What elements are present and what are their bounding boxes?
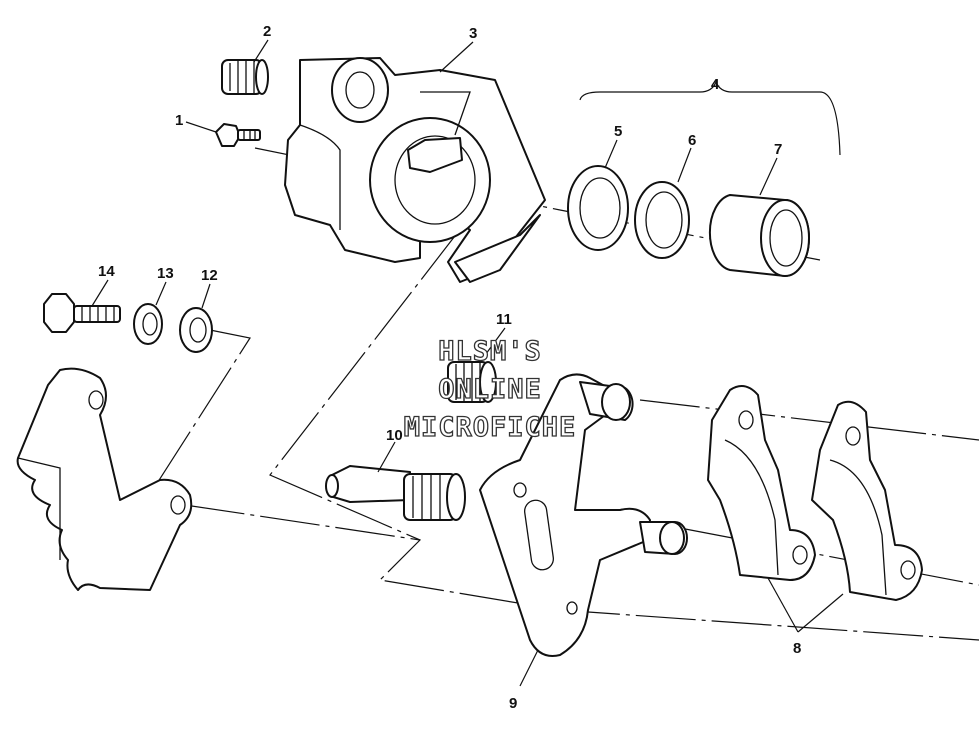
dust-seal-part-6 [634,181,690,259]
slide-pin-part-11 [447,361,497,403]
watermark: HLSM'S ONLINE MICROFICHE [403,335,577,443]
callout-6: 6 [688,132,696,149]
lock-washer-part-13 [133,303,163,345]
callout-2: 2 [263,23,271,40]
callout-4: 4 [711,76,720,93]
watermark-line-3: MICROFICHE [404,412,577,443]
bolt-part-14 [43,293,121,333]
watermark-line-2: ONLINE [438,374,542,405]
bleeder-plug-part-2 [221,59,269,95]
callout-3: 3 [469,25,477,42]
slide-pin-part-10 [325,465,466,521]
bleeder-screw-part-1 [215,123,261,147]
callout-7: 7 [774,141,782,158]
flat-washer-part-12 [179,307,213,353]
callout-1: 1 [175,112,183,129]
brake-pad-inner-part-8 [707,385,816,581]
caliper-bracket-part-9 [479,373,688,657]
callout-14: 14 [98,263,115,280]
callout-10: 10 [386,427,403,444]
kit-bracket-part-4 [579,80,841,156]
callout-12: 12 [201,267,218,284]
callout-13: 13 [157,265,174,282]
steering-knuckle-section [16,367,193,591]
callout-8: 8 [793,640,801,657]
callout-11: 11 [496,311,512,328]
piston-part-7 [708,194,810,277]
brake-pad-outer-part-8 [811,400,923,601]
piston-seal-part-5 [567,165,629,251]
watermark-line-1: HLSM'S [438,336,542,367]
callout-9: 9 [509,695,517,712]
callout-leaders [91,39,844,687]
callout-numbers: 2 1 3 4 5 6 7 14 13 12 11 10 9 8 [98,23,801,712]
callout-5: 5 [614,123,622,140]
caliper-body-part-3 [284,57,546,283]
